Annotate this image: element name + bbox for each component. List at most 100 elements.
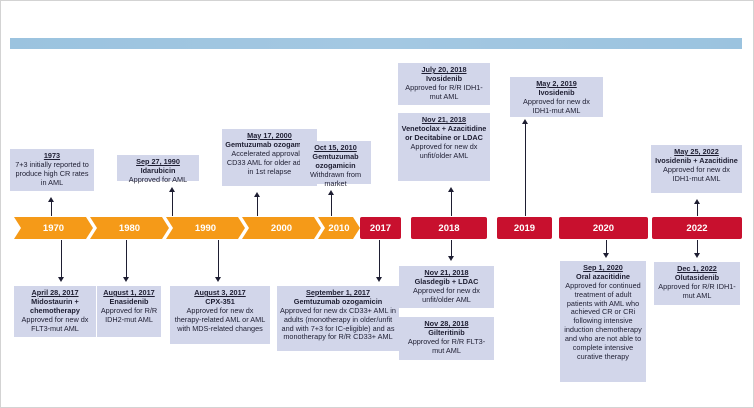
event-drug: Ivosidenib — [425, 73, 463, 83]
event-description: Approved for continued treatment of adul… — [564, 280, 642, 361]
event-date: Sep 27, 1990 — [136, 157, 180, 166]
event-date: August 3, 2017 — [194, 288, 246, 297]
arrow-down-icon — [123, 277, 129, 282]
connector-line — [51, 201, 52, 216]
event-date: Sep 1, 2020 — [583, 263, 623, 272]
event-date: July 20, 2018 — [421, 65, 467, 74]
event-2020-oral-azacitidine: Sep 1, 2020 Oral azacitidine Approved fo… — [560, 261, 646, 382]
event-1973: 1973 7+3 initially reported to produce h… — [10, 149, 94, 191]
event-2018-ivosidenib: July 20, 2018 Ivosidenib Approved for R/… — [398, 63, 490, 105]
event-date: Oct 15, 2010 — [314, 143, 357, 152]
event-2022-ivosidenib-azacitidine: May 25, 2022 Ivosidenib + Azacitidine Ap… — [651, 145, 742, 193]
event-description: Approved for new dx FLT3-mut AML — [21, 314, 89, 333]
connector-line — [172, 191, 173, 216]
arrow-up-icon — [48, 197, 54, 202]
event-2018-glasdegib: Nov 21, 2018 Glasdegib + LDAC Approved f… — [399, 266, 494, 308]
connector-line — [379, 240, 380, 277]
event-drug: Gilteritinib — [428, 327, 465, 337]
connector-line — [525, 123, 526, 216]
event-date: Dec 1, 2022 — [677, 264, 717, 273]
event-description: Approved for R/R IDH1-mut AML — [658, 281, 736, 300]
event-drug: CPX-351 — [205, 296, 235, 306]
arrow-up-icon — [254, 192, 260, 197]
timeline-2020: 2020 — [559, 217, 648, 239]
connector-line — [697, 203, 698, 216]
event-2017-enasidenib: August 1, 2017 Enasidenib Approved for R… — [97, 286, 161, 337]
event-date: August 1, 2017 — [103, 288, 155, 297]
event-description: Withdrawn from market — [309, 169, 362, 188]
arrow-up-icon — [328, 190, 334, 195]
timeline-2010: 2010 — [318, 217, 360, 239]
timeline-2019: 2019 — [497, 217, 552, 239]
event-drug: Gemtuzumab ozogamicin — [225, 139, 314, 149]
event-description: Approved for AML — [128, 174, 188, 184]
connector-line — [218, 240, 219, 277]
timeline-2017: 2017 — [360, 217, 401, 239]
top-decorative-bar — [10, 38, 742, 49]
event-drug: Gemtuzumab ozogamicin — [293, 296, 383, 306]
event-drug: Venetoclax + Azacitidine or Decitabine o… — [401, 123, 487, 142]
timeline-2022: 2022 — [652, 217, 742, 239]
event-date: May 25, 2022 — [674, 147, 719, 156]
connector-line — [606, 240, 607, 253]
event-2000-gemtuzumab: May 17, 2000 Gemtuzumab ozogamicin Accel… — [222, 129, 317, 186]
event-description: Approved for R/R IDH1-mut AML — [405, 82, 483, 101]
arrow-up-icon — [694, 199, 700, 204]
event-2017-cpx351: August 3, 2017 CPX-351 Approved for new … — [170, 286, 270, 344]
event-date: Nov 21, 2018 — [421, 115, 467, 124]
arrow-up-icon — [522, 119, 528, 124]
event-date: Nov 28, 2018 — [424, 319, 469, 328]
event-2010-gemtuzumab-withdrawn: Oct 15, 2010 Gemtuzumab ozogamicin Withd… — [300, 141, 371, 187]
event-description: Accelerated approval in CD33 AML for old… — [226, 148, 313, 176]
event-description: Approved for new dx therapy-related AML … — [174, 305, 266, 333]
event-2017-midostaurin: April 28, 2017 Midostaurin + chemotherap… — [14, 286, 96, 337]
event-description: Approved for new dx CD33+ AML in adults … — [280, 305, 396, 342]
arrow-down-icon — [448, 256, 454, 261]
timeline-1990: 1990 — [166, 217, 245, 239]
connector-line — [697, 240, 698, 253]
connector-line — [451, 240, 452, 256]
event-description: Approved for new dx unfit/older AML — [413, 285, 480, 304]
event-description: Approved for new dx IDH1-mut AML — [523, 96, 590, 115]
timeline-2000: 2000 — [242, 217, 321, 239]
event-date: Nov 21, 2018 — [424, 268, 469, 277]
event-date: May 17, 2000 — [247, 131, 292, 140]
event-2018-venetoclax: Nov 21, 2018 Venetoclax + Azacitidine or… — [398, 113, 490, 181]
timeline-1970: 1970 — [14, 217, 93, 239]
event-drug: Olutasidenib — [674, 272, 720, 282]
event-2019-ivosidenib: May 2, 2019 Ivosidenib Approved for new … — [510, 77, 603, 117]
arrow-down-icon — [603, 253, 609, 258]
arrow-down-icon — [694, 253, 700, 258]
event-1990-idarubicin: Sep 27, 1990 Idarubicin Approved for AML — [117, 155, 199, 184]
event-drug: Midostaurin + chemotherapy — [30, 296, 80, 315]
event-date: May 2, 2019 — [536, 79, 577, 88]
arrow-up-icon — [448, 187, 454, 192]
event-drug: Glasdegib + LDAC — [414, 276, 479, 286]
event-date: April 28, 2017 — [31, 288, 79, 297]
event-drug: Enasidenib — [109, 296, 149, 306]
event-drug: Oral azacitidine — [576, 271, 630, 281]
timeline-1980: 1980 — [90, 217, 169, 239]
event-description: Approved for R/R IDH2-mut AML — [100, 305, 158, 324]
event-date: September 1, 2017 — [305, 288, 371, 297]
arrow-up-icon — [169, 187, 175, 192]
event-drug: Gemtuzumab ozogamicin — [312, 151, 359, 170]
event-drug: Idarubicin — [140, 165, 176, 175]
event-drug: Ivosidenib — [538, 87, 575, 97]
arrow-down-icon — [376, 277, 382, 282]
connector-line — [257, 196, 258, 216]
event-description: Approved for new dx IDH1-mut AML — [663, 164, 730, 183]
event-drug: Ivosidenib + Azacitidine — [655, 155, 738, 165]
connector-line — [126, 240, 127, 277]
event-description: 7+3 initially reported to produce high C… — [15, 159, 89, 187]
timeline-2018: 2018 — [411, 217, 487, 239]
event-description: Approved for R/R FLT3-mut AML — [407, 336, 486, 355]
event-2017-gemtuzumab: September 1, 2017 Gemtuzumab ozogamicin … — [277, 286, 399, 351]
event-description: Approved for new dx unfit/older AML — [410, 141, 478, 160]
arrow-down-icon — [58, 277, 64, 282]
arrow-down-icon — [215, 277, 221, 282]
connector-line — [61, 240, 62, 277]
event-2018-gilteritinib: Nov 28, 2018 Gilteritinib Approved for R… — [399, 317, 494, 360]
event-2022-olutasidenib: Dec 1, 2022 Olutasidenib Approved for R/… — [654, 262, 740, 305]
connector-line — [331, 194, 332, 216]
